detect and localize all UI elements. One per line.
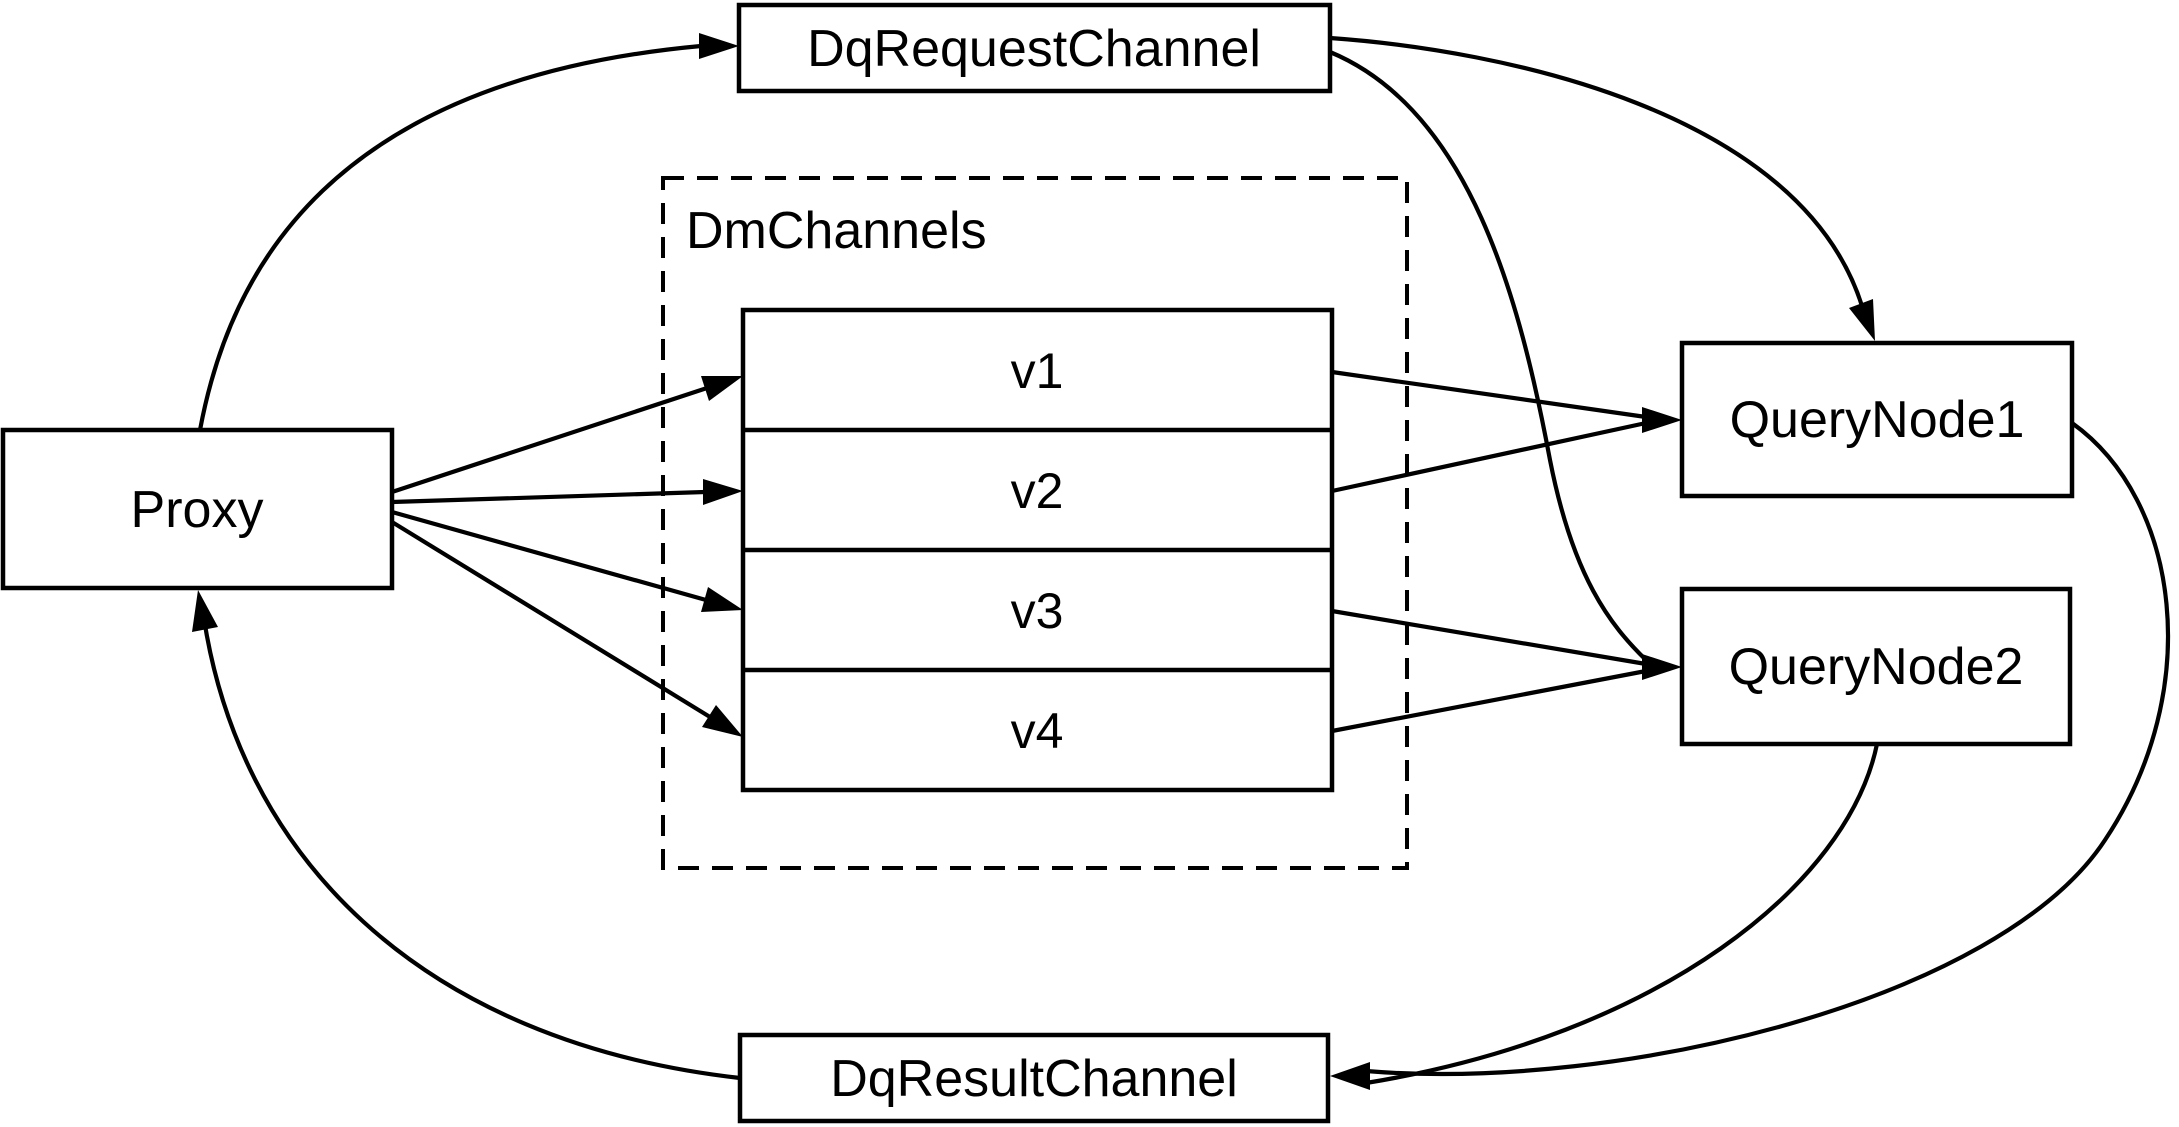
channel-label-v4: v4 (1011, 703, 1064, 759)
channel-stack: v1 v2 v3 v4 (740, 307, 1335, 793)
arrowhead-into-v3 (701, 587, 743, 612)
arrowhead-into-dq-result-channel (1330, 1062, 1370, 1090)
query-node-1-box (1679, 340, 2075, 499)
edge-proxy-to-v2 (391, 489, 706, 505)
dm-channels-label: DmChannels (686, 202, 987, 260)
channel-label-v1: v1 (1011, 343, 1064, 399)
dq-request-channel-node: DqRequestChannel (736, 2, 1333, 94)
dq-result-channel-node: DqResultChannel (737, 1032, 1331, 1124)
edge-dq-result-channel-to-proxy (199, 604, 741, 1081)
edge-v1-to-query-node-1 (1331, 369, 1647, 420)
arrowhead-into-v2 (703, 479, 743, 505)
edge-v4-to-query-node-2 (1331, 668, 1647, 734)
dq-result-channel-label: DqResultChannel (830, 1050, 1238, 1108)
arrowhead-into-dq-request-channel (699, 33, 739, 59)
edge-v3-to-query-node-2 (1331, 608, 1647, 667)
arrowhead-into-query-node-2-left (1642, 654, 1682, 680)
edge-proxy-to-v1 (391, 386, 708, 494)
edge-dq-request-channel-to-query-node-2 (1329, 50, 1648, 662)
edge-query-node-2-to-dq-result-channel (1365, 743, 1880, 1086)
channel-label-v2: v2 (1011, 463, 1064, 519)
query-node-2: QueryNode2 (1679, 586, 2073, 747)
arrowhead-into-v1 (701, 376, 743, 401)
arrowhead-into-query-node-1-top (1849, 299, 1875, 341)
query-node-1-label: QueryNode1 (1730, 391, 2025, 449)
dq-result-channel-box (737, 1032, 1331, 1124)
edge-proxy-to-dq-request-channel (197, 43, 702, 431)
arrowhead-into-query-node-1-left (1642, 407, 1682, 433)
dq-request-channel-box (736, 2, 1333, 94)
edge-v2-to-query-node-1 (1331, 420, 1647, 494)
edge-query-node-1-to-dq-result-channel (1365, 421, 2171, 1077)
proxy-node: Proxy (0, 427, 395, 591)
proxy-box (0, 427, 395, 591)
edge-proxy-to-v3 (391, 509, 707, 603)
query-node-2-box (1679, 586, 2073, 747)
proxy-label: Proxy (131, 481, 264, 539)
arrowhead-into-v4 (702, 705, 743, 737)
query-node-1: QueryNode1 (1679, 340, 2075, 499)
arrowhead-into-proxy-bottom (192, 590, 218, 632)
query-node-2-label: QueryNode2 (1729, 638, 2024, 696)
dm-channels-group: DmChannels (661, 176, 1409, 870)
dm-channels-dashed-box (661, 176, 1409, 870)
channel-label-v3: v3 (1011, 583, 1064, 639)
edge-dq-request-channel-to-query-node-1 (1329, 35, 1865, 307)
dq-request-channel-label: DqRequestChannel (807, 20, 1261, 78)
edge-proxy-to-v4 (390, 520, 712, 719)
